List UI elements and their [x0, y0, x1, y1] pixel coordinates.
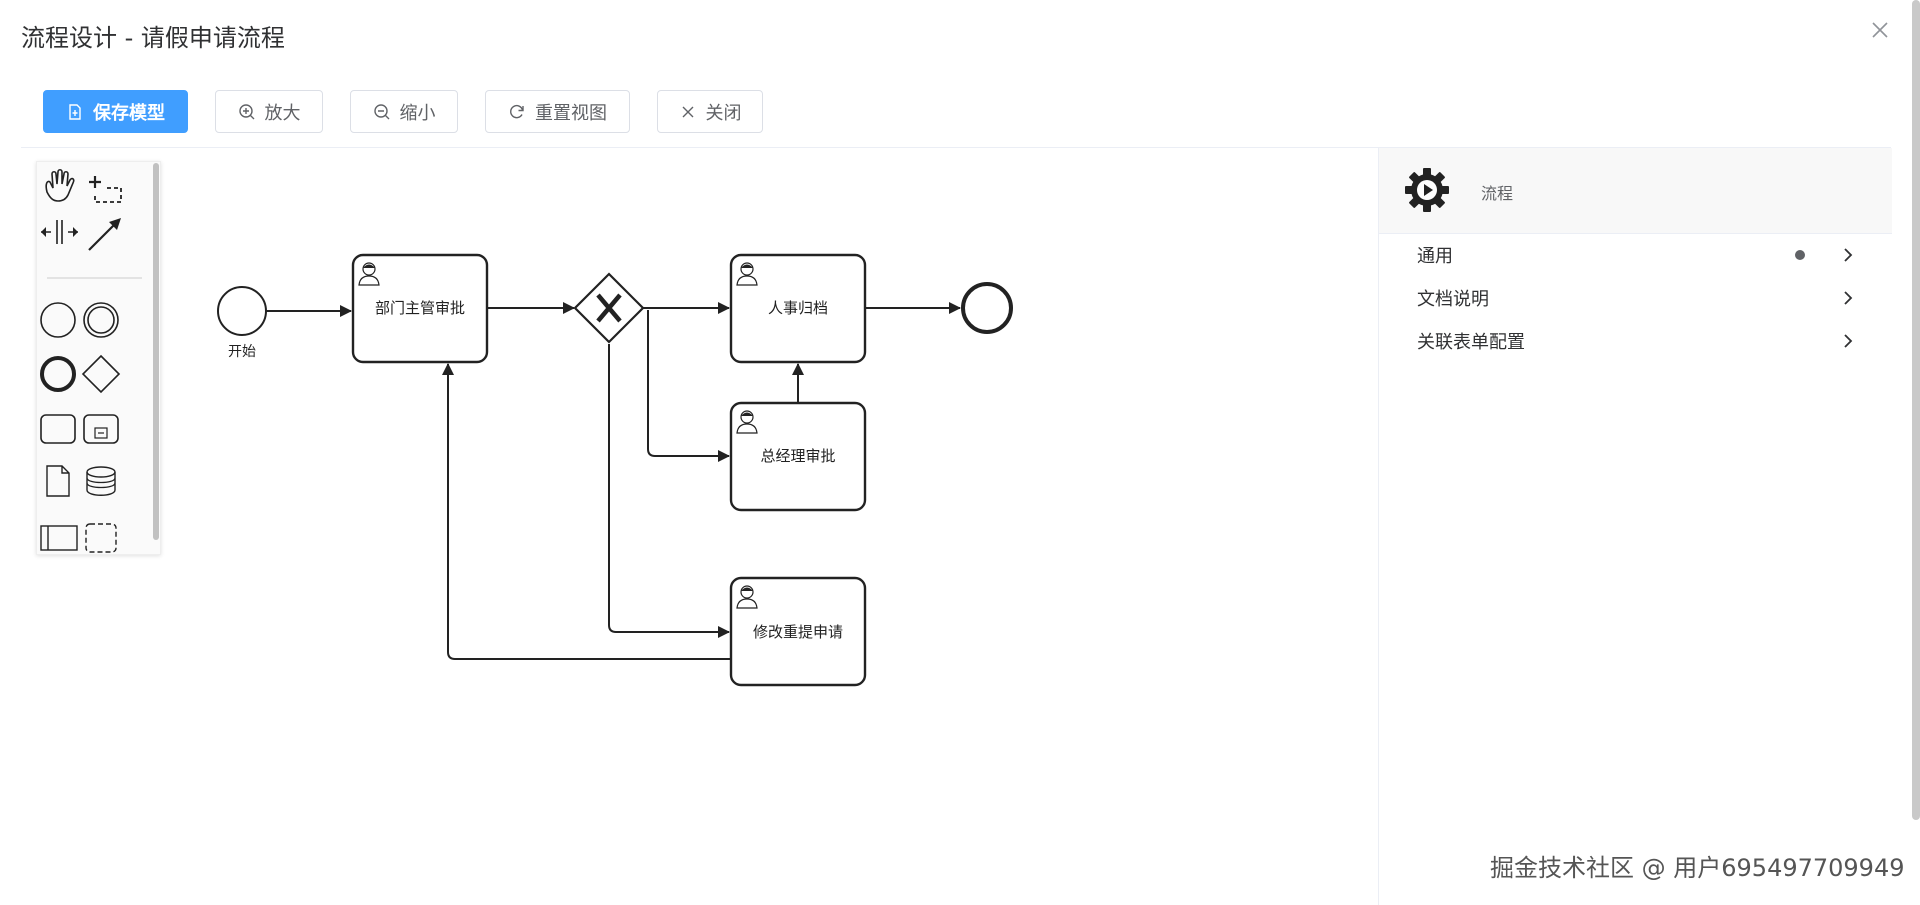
sequence-flows: [266, 302, 961, 660]
panel-item-documentation[interactable]: 文档说明: [1417, 283, 1857, 313]
user-task-icon: [736, 262, 758, 286]
watermark: 掘金技术社区 @ 用户695497709949: [1490, 854, 1905, 882]
group-tool-icon[interactable]: [85, 523, 117, 553]
task-dept-manager-label: 部门主管审批: [375, 299, 465, 317]
start-event-tool-icon[interactable]: [40, 302, 76, 338]
task-dept-manager[interactable]: 部门主管审批: [351, 253, 489, 364]
palette-scrollbar[interactable]: [153, 163, 159, 540]
panel-header-title: 流程: [1481, 184, 1514, 203]
chevron-right-icon: [1844, 291, 1853, 305]
bpmn-canvas[interactable]: 开始 部门主管审批 人事归档: [21, 148, 1377, 905]
subprocess-tool-icon[interactable]: [83, 414, 119, 444]
close-button[interactable]: 关闭: [657, 90, 763, 133]
flow-gateway-to-modify[interactable]: [608, 344, 730, 638]
page-scrollbar[interactable]: [1912, 0, 1920, 820]
participant-tool-icon[interactable]: [40, 525, 78, 551]
connect-tool-icon[interactable]: [88, 218, 121, 251]
data-store-tool-icon[interactable]: [86, 466, 116, 496]
chevron-right-icon: [1844, 334, 1853, 348]
task-gm-approve-label: 总经理审批: [760, 447, 835, 465]
dialog-title: 流程设计 - 请假申请流程: [21, 24, 285, 52]
task-hr-archive-label: 人事归档: [768, 299, 828, 317]
panel-item-general[interactable]: 通用: [1417, 240, 1857, 270]
close-small-icon: [682, 106, 693, 117]
zoom-in-button[interactable]: 放大: [215, 90, 323, 133]
intermediate-event-tool-icon[interactable]: [83, 302, 119, 338]
close-label: 关闭: [705, 102, 742, 124]
exclusive-gateway[interactable]: [573, 272, 645, 344]
gateway-tool-icon[interactable]: [81, 354, 121, 394]
hand-tool-icon[interactable]: [45, 168, 75, 202]
zoom-in-label: 放大: [264, 102, 301, 124]
panel-item-label: 通用: [1417, 246, 1453, 267]
zoom-in-icon: [238, 103, 254, 119]
task-modify-resubmit-label: 修改重提申请: [753, 623, 843, 641]
task-hr-archive[interactable]: 人事归档: [729, 253, 867, 364]
data-object-tool-icon[interactable]: [46, 465, 70, 497]
close-icon[interactable]: [1868, 18, 1892, 42]
reset-view-label: 重置视图: [535, 102, 607, 124]
start-event-label: 开始: [228, 344, 256, 360]
changed-indicator-dot: [1795, 250, 1805, 260]
zoom-out-button[interactable]: 缩小: [350, 90, 458, 133]
reset-view-button[interactable]: 重置视图: [485, 90, 630, 133]
space-tool-icon[interactable]: [41, 220, 78, 244]
panel-item-label: 文档说明: [1417, 289, 1489, 310]
start-event[interactable]: [217, 286, 267, 336]
refresh-icon: [510, 104, 524, 118]
save-model-label: 保存模型: [93, 102, 165, 124]
task-modify-resubmit[interactable]: 修改重提申请: [729, 576, 867, 687]
zoom-out-icon: [373, 103, 389, 119]
palette-tools: [40, 168, 142, 553]
task-tool-icon[interactable]: [40, 414, 76, 444]
zoom-out-label: 缩小: [399, 102, 436, 124]
toolbar-divider: [21, 147, 1891, 148]
user-task-icon: [736, 410, 758, 434]
panel-item-form-config[interactable]: 关联表单配置: [1417, 326, 1857, 356]
save-file-icon: [69, 103, 81, 120]
save-model-button[interactable]: 保存模型: [43, 90, 188, 133]
properties-panel: 流程 通用 文档说明 关联表单配置: [1378, 148, 1892, 905]
end-event[interactable]: [961, 282, 1013, 334]
lasso-tool-icon[interactable]: [89, 176, 122, 203]
tool-palette: [36, 161, 161, 555]
panel-header: 流程: [1379, 148, 1892, 234]
end-event-tool-icon[interactable]: [40, 356, 76, 392]
chevron-right-icon: [1844, 248, 1853, 262]
flow-modify-to-dept[interactable]: [442, 363, 730, 660]
task-gm-approve[interactable]: 总经理审批: [729, 401, 867, 512]
user-task-icon: [736, 585, 758, 609]
flow-gateway-to-gm[interactable]: [647, 310, 730, 462]
process-gear-icon: [1405, 168, 1449, 212]
panel-item-label: 关联表单配置: [1417, 332, 1525, 353]
user-task-icon: [358, 262, 380, 286]
